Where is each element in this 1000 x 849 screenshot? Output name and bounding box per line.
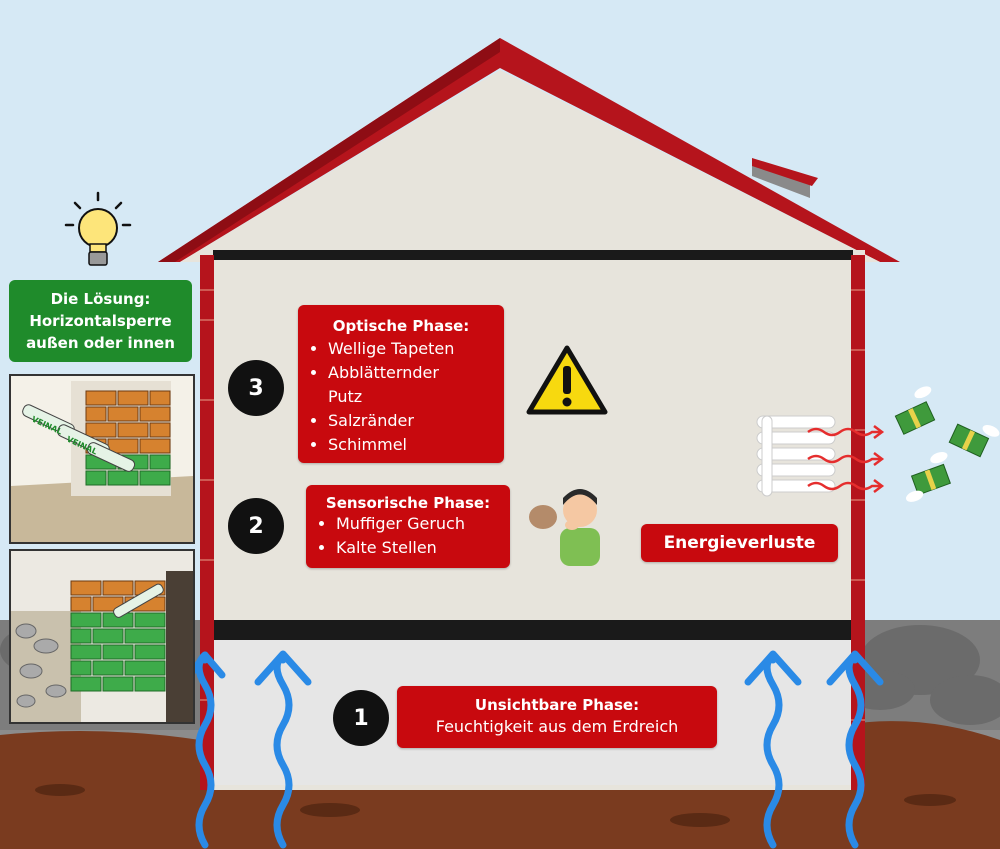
phase-1-number: 1 bbox=[333, 690, 389, 746]
phase-3-item: Salzränder bbox=[328, 409, 504, 433]
solution-box: Die Lösung: Horizontalsperre außen oder … bbox=[9, 280, 192, 362]
lightbulb-icon bbox=[64, 191, 132, 266]
moisture-arrows bbox=[186, 650, 884, 849]
gable bbox=[180, 70, 880, 262]
warning-icon bbox=[526, 345, 608, 415]
phase-3-item: Schimmel bbox=[328, 433, 504, 457]
solution-line-1: Die Lösung: bbox=[50, 290, 151, 308]
floor-slab bbox=[213, 620, 853, 640]
phase-3-item: Abblätternder Putz bbox=[328, 361, 468, 409]
roof bbox=[158, 38, 900, 262]
flying-money-icon bbox=[894, 386, 1000, 502]
injection-illustration-inside bbox=[9, 549, 195, 724]
phase-2-box: Sensorische Phase: Muffiger Geruch Kalte… bbox=[306, 485, 510, 568]
phase-3-item: Wellige Tapeten bbox=[328, 337, 504, 361]
phase-3-box: Optische Phase: Wellige Tapeten Abblätte… bbox=[298, 305, 504, 463]
solution-line-2: Horizontalsperre bbox=[29, 312, 172, 330]
phase-3-title: Optische Phase: bbox=[332, 317, 470, 335]
phase-2-title: Sensorische Phase: bbox=[325, 494, 491, 512]
chimney bbox=[752, 163, 810, 198]
phase-2-number: 2 bbox=[228, 498, 284, 554]
smell-person-icon bbox=[529, 489, 600, 566]
phase-2-item: Muffiger Geruch bbox=[336, 512, 510, 536]
solution-line-3: außen oder innen bbox=[26, 334, 175, 352]
energy-loss-label: Energieverluste bbox=[641, 524, 838, 562]
injection-illustration-outside: VEINAL VEINAL bbox=[9, 374, 195, 544]
phase-1-subtitle: Feuchtigkeit aus dem Erdreich bbox=[435, 717, 679, 736]
phase-2-item: Kalte Stellen bbox=[336, 536, 510, 560]
heat-loss-arrows bbox=[807, 425, 885, 493]
phase-1-box: Unsichtbare Phase: Feuchtigkeit aus dem … bbox=[397, 686, 717, 748]
radiator-icon bbox=[756, 415, 836, 497]
phase-1-title: Unsichtbare Phase: bbox=[474, 696, 640, 714]
phase-3-number: 3 bbox=[228, 360, 284, 416]
